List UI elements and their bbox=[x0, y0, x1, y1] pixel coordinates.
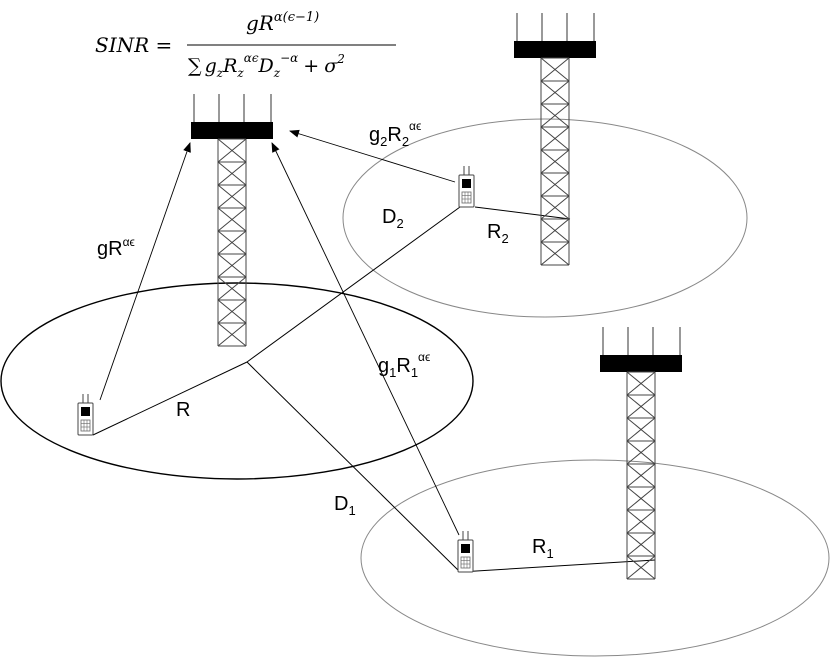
cell-ellipse-2 bbox=[342, 118, 748, 318]
signal-arrow-2 bbox=[289, 129, 456, 183]
label-R2: R2 bbox=[487, 221, 509, 246]
label-D1: D1 bbox=[334, 493, 356, 518]
signal-arrow-1 bbox=[271, 142, 460, 536]
label-R1: R1 bbox=[532, 536, 554, 561]
distance-line-D2 bbox=[246, 206, 461, 363]
label-R: R bbox=[176, 399, 190, 421]
label-g2R2: g2R2αϵ bbox=[369, 119, 421, 149]
distance-line-R2 bbox=[474, 206, 571, 220]
cell-ellipse-main bbox=[0, 282, 474, 480]
distance-line-R1 bbox=[459, 559, 656, 573]
mobile-phone-icon-1 bbox=[457, 530, 474, 573]
mobile-phone-icon-main bbox=[77, 393, 94, 436]
formula-numerator: gRα(ϵ−1) bbox=[246, 10, 319, 35]
cell-tower-icon-1 bbox=[599, 326, 683, 580]
distance-line-D1 bbox=[246, 361, 461, 573]
sinr-formula: SINR = gRα(ϵ−1) ∑gzRzαϵDz−α+σ2 bbox=[95, 10, 396, 80]
cell-ellipse-1 bbox=[360, 459, 830, 657]
distance-line-R bbox=[92, 361, 248, 436]
cell-tower-icon-main bbox=[190, 93, 274, 347]
formula-lhs: SINR = bbox=[95, 33, 172, 57]
signal-arrow-main bbox=[99, 142, 191, 401]
cell-tower-icon-2 bbox=[513, 12, 597, 266]
label-gR: gRαϵ bbox=[97, 235, 135, 260]
label-D2: D2 bbox=[382, 206, 404, 231]
formula-denominator: ∑gzRzαϵDz−α+σ2 bbox=[188, 51, 345, 80]
label-g1R1: g1R1αϵ bbox=[378, 350, 430, 380]
mobile-phone-icon-2 bbox=[458, 165, 475, 208]
